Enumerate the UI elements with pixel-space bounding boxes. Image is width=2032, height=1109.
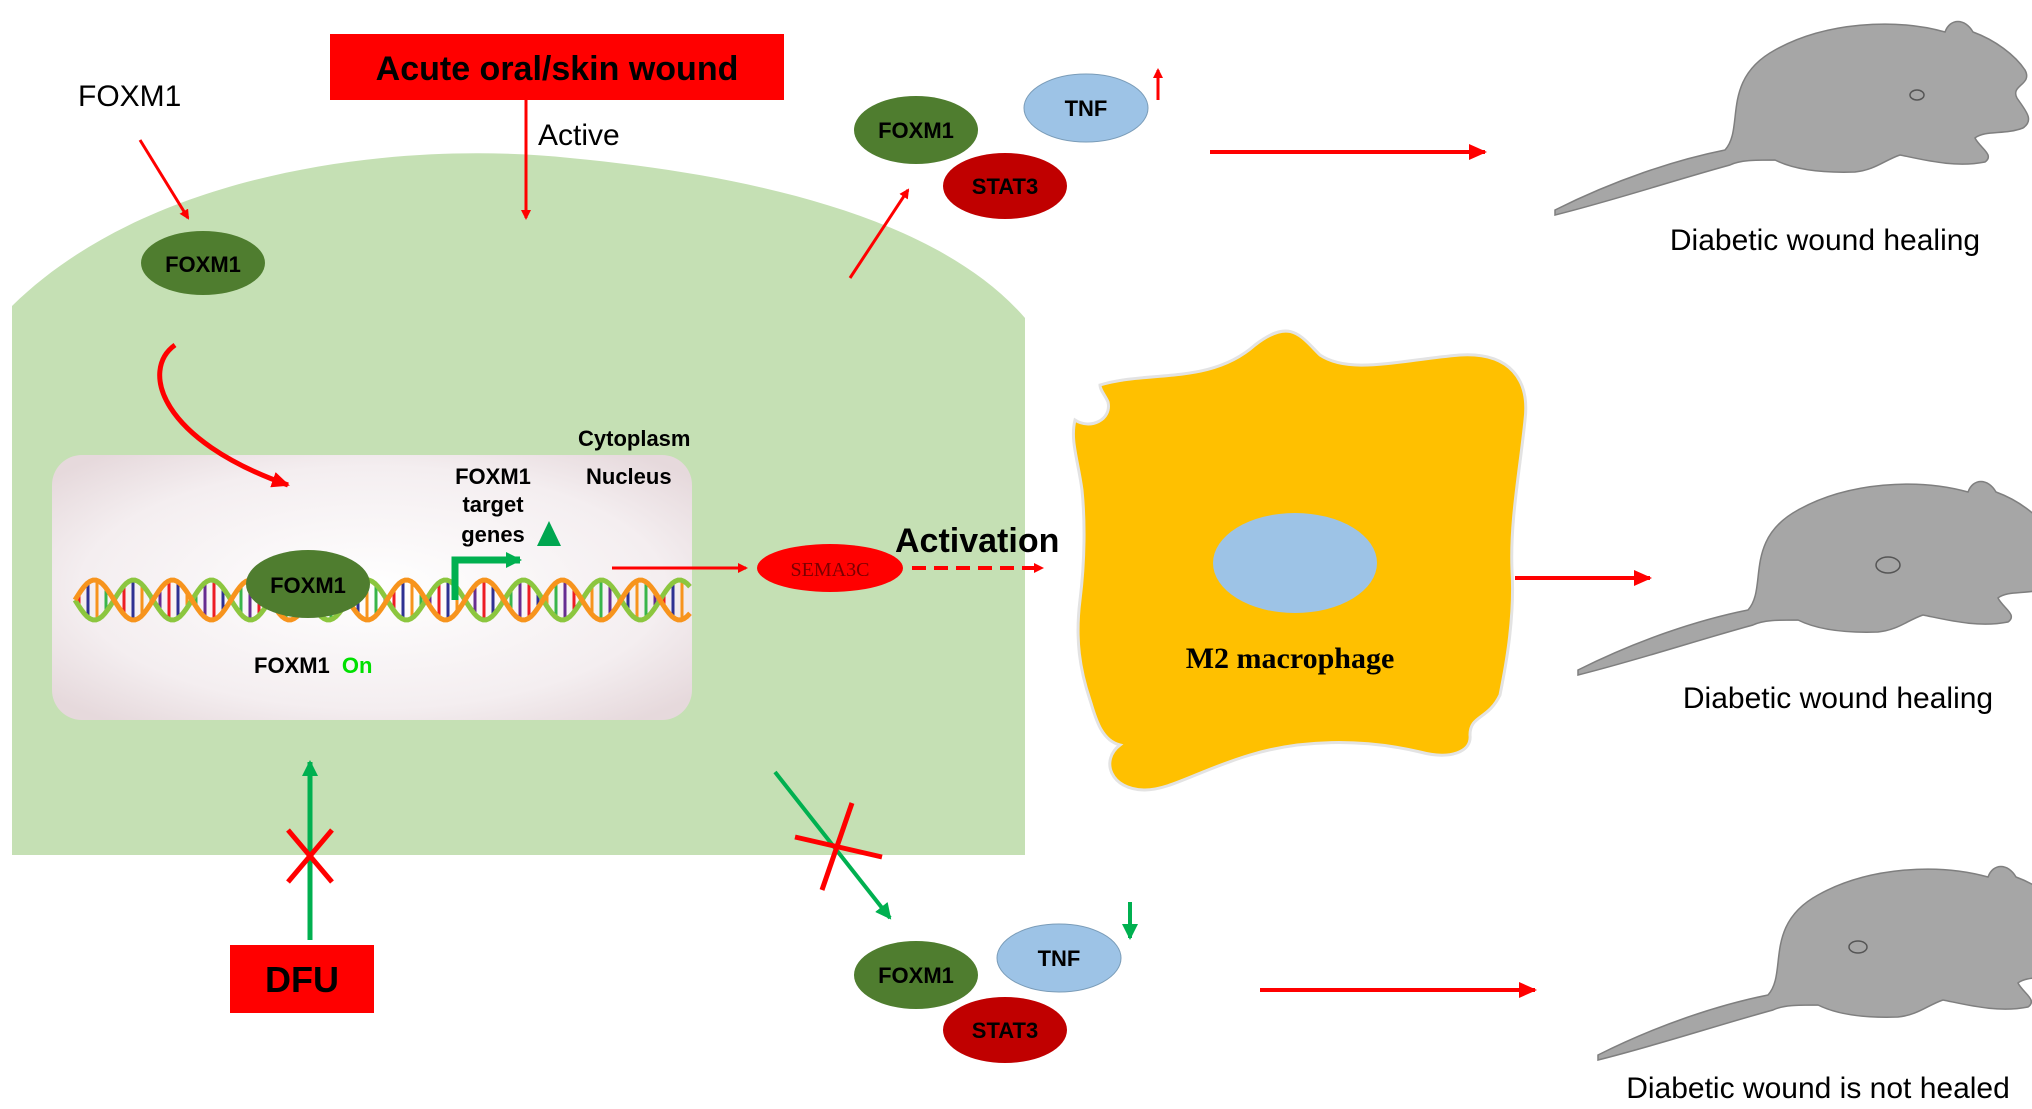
top-tnf-oval bbox=[1023, 73, 1149, 143]
nucleus-label: Nucleus bbox=[586, 464, 672, 489]
top-tnf-label: TNF bbox=[1065, 96, 1108, 121]
outcome-top-label: Diabetic wound healing bbox=[1670, 224, 1980, 257]
foxm1-entry-arrow bbox=[138, 139, 190, 220]
up-triangle-icon bbox=[537, 521, 561, 546]
acute-wound-label: Acute oral/skin wound bbox=[376, 50, 739, 88]
foxm1-dna-oval bbox=[246, 550, 370, 618]
sema3c-label: SEMA3C bbox=[791, 559, 870, 581]
dfu-block-cross-icon bbox=[286, 828, 334, 884]
bottom-stat3-label: STAT3 bbox=[972, 1018, 1038, 1043]
target-genes-label-line1: FOXM1 bbox=[455, 464, 531, 489]
m2-macrophage-nucleus bbox=[1213, 513, 1377, 613]
cytoplasm-label: Cytoplasm bbox=[578, 426, 690, 451]
top-stat3-label: STAT3 bbox=[972, 174, 1038, 199]
mouse-mid-icon bbox=[1577, 480, 2032, 676]
target-genes-label-line2: target bbox=[462, 492, 524, 517]
target-genes-label-line3: genes bbox=[461, 522, 525, 547]
sema3c-oval bbox=[757, 544, 903, 592]
active-label: Active bbox=[538, 119, 620, 152]
top-stat3-oval bbox=[943, 153, 1067, 219]
outcome-mid-label: Diabetic wound healing bbox=[1683, 682, 1993, 715]
activation-label: Activation bbox=[895, 522, 1059, 560]
foxm1-cytoplasm-label: FOXM1 bbox=[165, 252, 241, 277]
mouse-top-icon bbox=[1554, 20, 2030, 216]
top-foxm1-label: FOXM1 bbox=[878, 118, 954, 143]
dfu-box bbox=[230, 945, 374, 1013]
bottom-tnf-oval bbox=[996, 923, 1122, 993]
bottom-foxm1-oval bbox=[854, 941, 978, 1009]
foxm1-on-label: FOXM1 On bbox=[254, 653, 372, 678]
dfu-label: DFU bbox=[265, 959, 339, 1000]
outcome-bottom-label: Diabetic wound is not healed bbox=[1626, 1072, 2010, 1105]
transcription-arrow bbox=[451, 552, 522, 600]
mouse-bottom-icon bbox=[1597, 865, 2032, 1061]
bottom-tnf-label: TNF bbox=[1038, 946, 1081, 971]
foxm1-on-suffix: On bbox=[342, 653, 373, 678]
bottom-stat3-oval bbox=[943, 997, 1067, 1063]
acute-wound-box bbox=[330, 34, 784, 100]
cell-to-top-complex-arrow bbox=[848, 188, 910, 279]
m2-macrophage-label: M2 macrophage bbox=[1186, 642, 1395, 675]
nucleus-box bbox=[52, 455, 692, 720]
foxm1-cytoplasm-oval bbox=[141, 231, 265, 295]
foxm1-dna-label: FOXM1 bbox=[270, 573, 346, 598]
foxm1-on-prefix: FOXM1 bbox=[254, 653, 330, 678]
bottom-block-cross-icon bbox=[794, 802, 883, 891]
bottom-foxm1-label: FOXM1 bbox=[878, 963, 954, 988]
top-foxm1-oval bbox=[854, 96, 978, 164]
foxm1-outside-label: FOXM1 bbox=[78, 80, 181, 113]
foxm1-nuclear-import-arrow bbox=[157, 342, 290, 488]
